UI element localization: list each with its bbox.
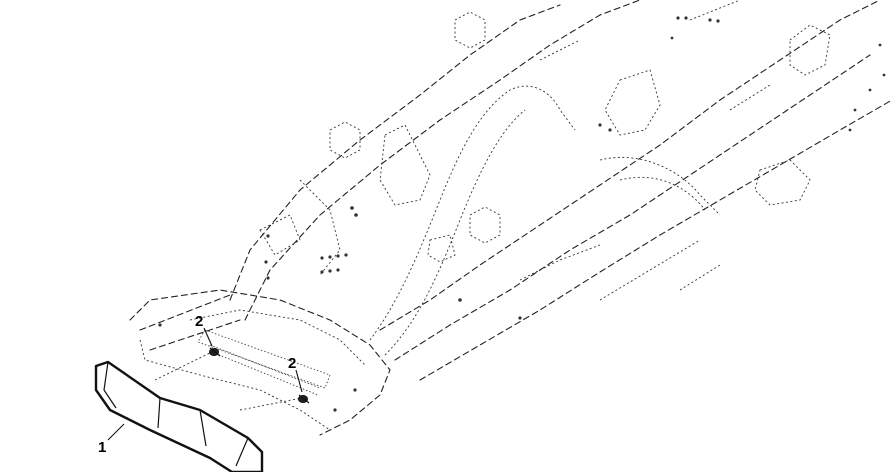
callout-label-2-right: 2 — [288, 355, 296, 372]
mounting-bolt-right — [298, 394, 310, 404]
vehicle-frame — [129, 0, 892, 436]
leader-lines — [107, 327, 303, 441]
callout-label-2-left: 2 — [195, 313, 203, 330]
assembly-lines — [154, 351, 303, 411]
mounting-bolt-left — [209, 347, 221, 357]
callout-label-1: 1 — [98, 439, 106, 456]
front-bumper-pad — [94, 360, 264, 472]
